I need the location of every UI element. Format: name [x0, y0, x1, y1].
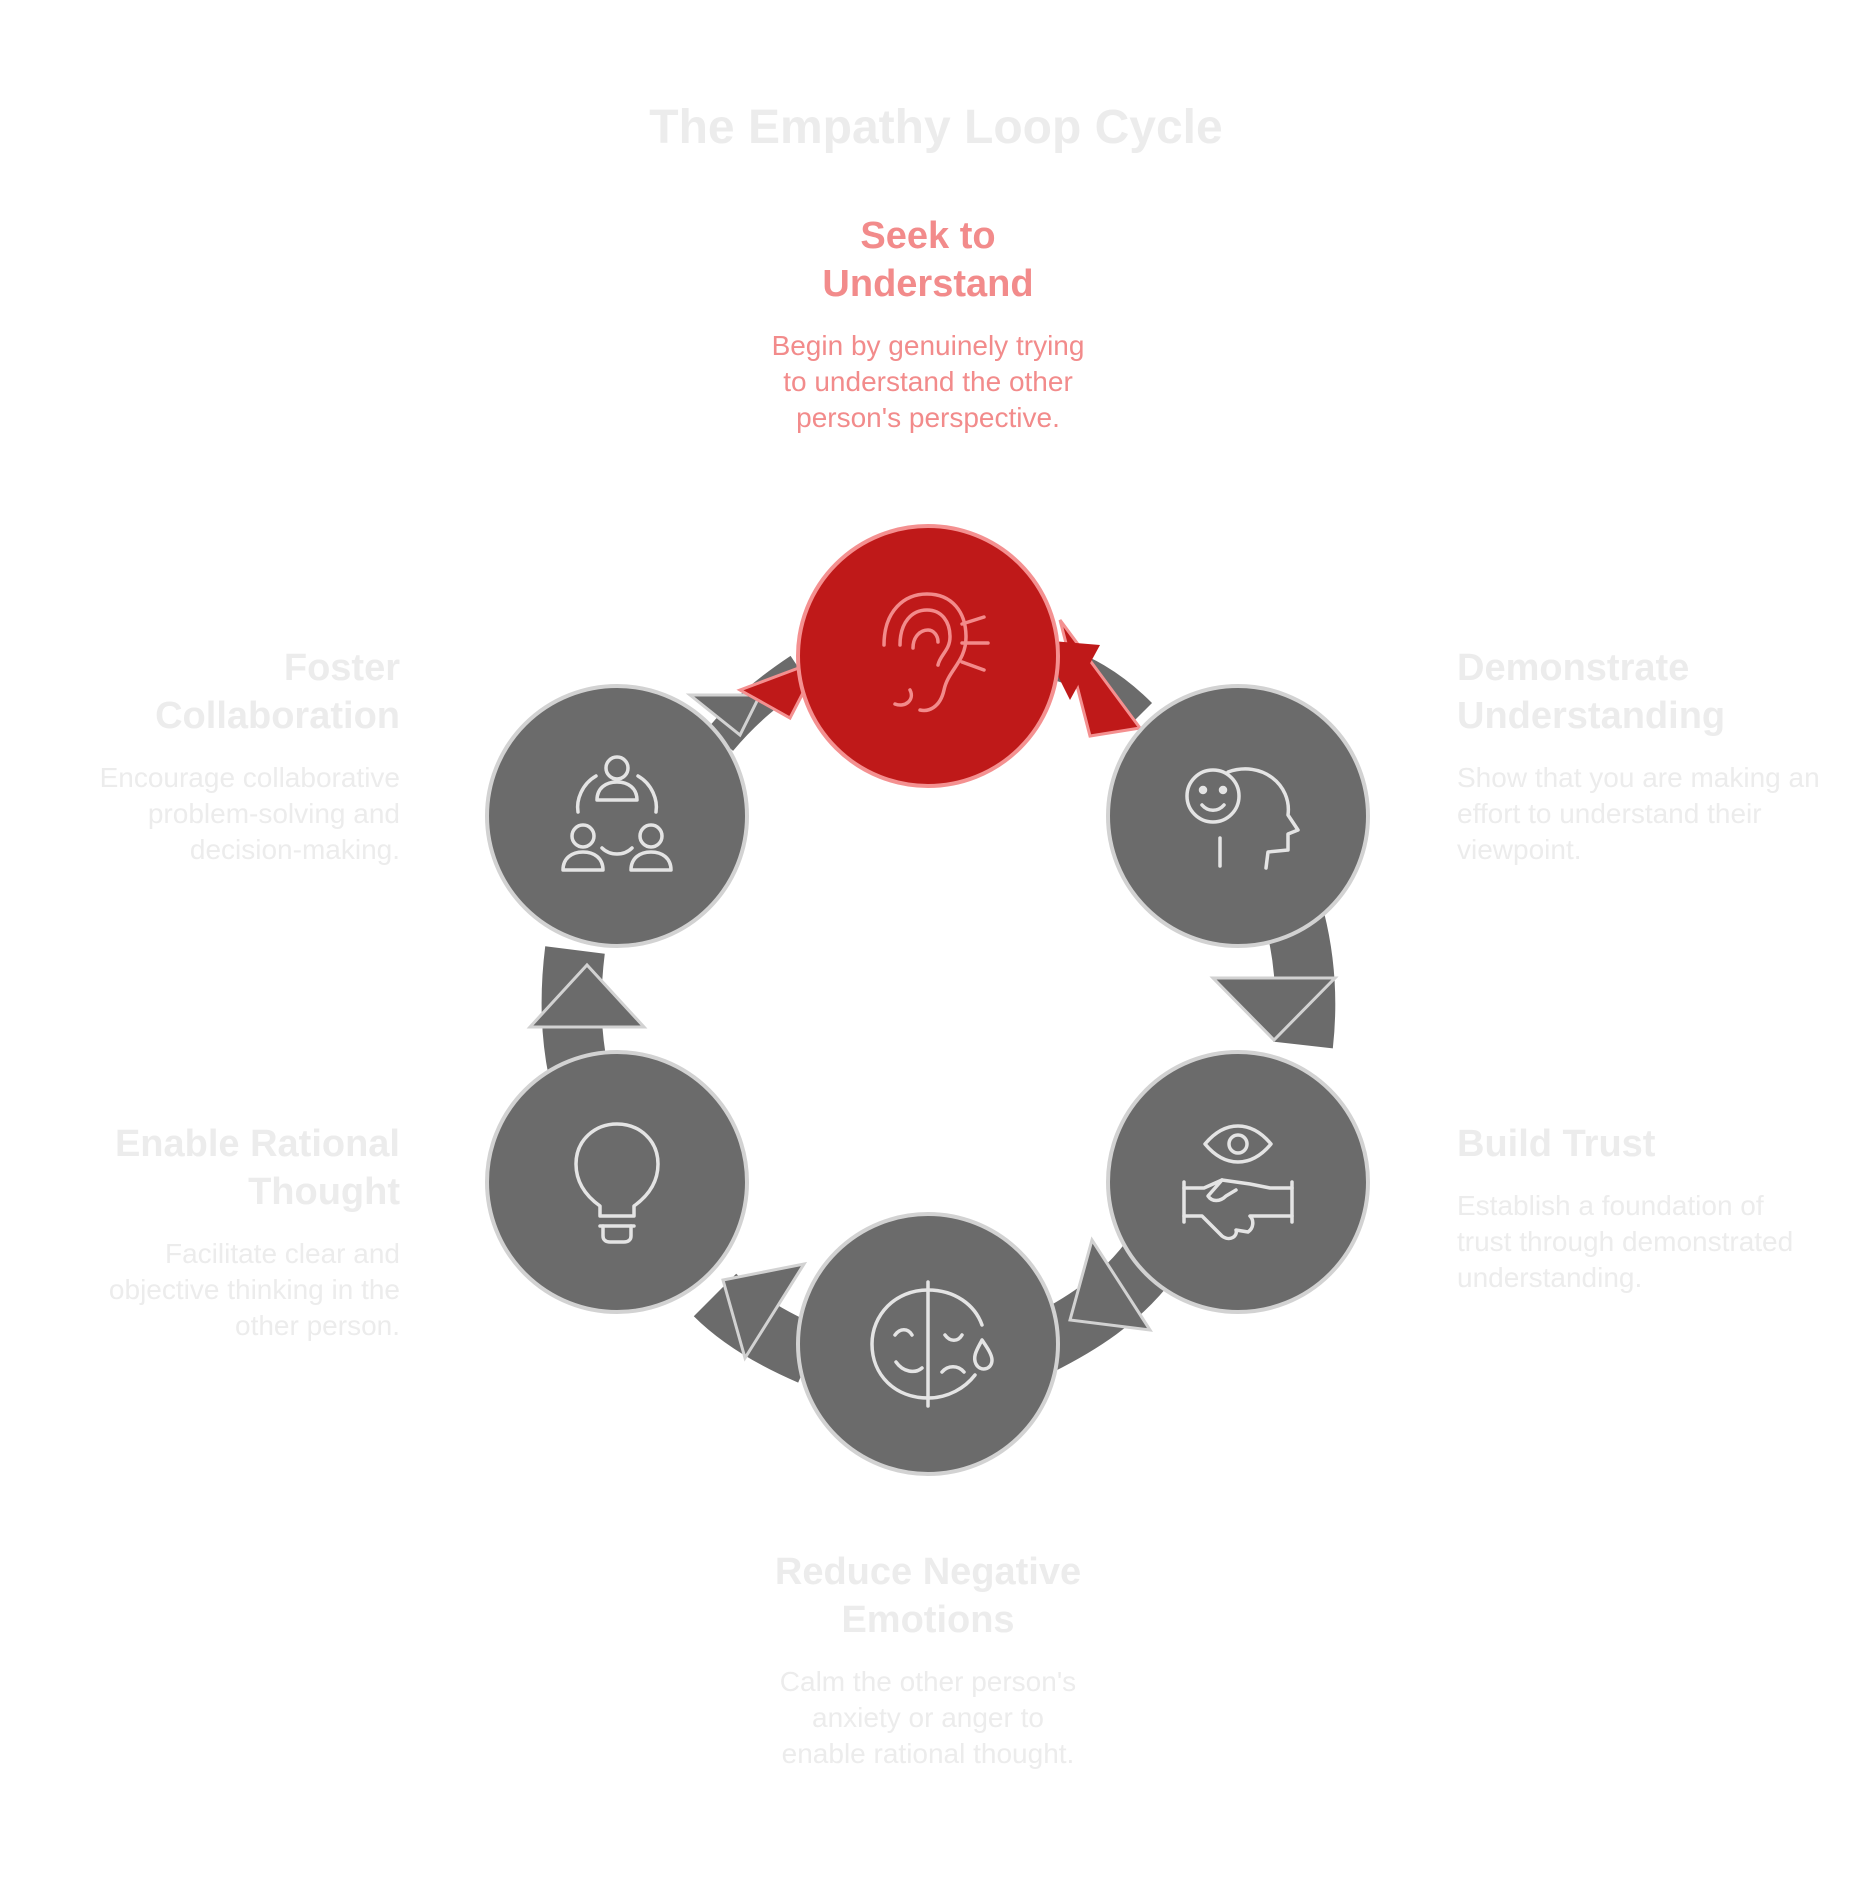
team-circle-icon	[561, 755, 673, 872]
step-title-line: Understand	[822, 263, 1034, 305]
label-demonstrate-understanding: Demonstrate Understanding Show that you …	[1457, 644, 1857, 868]
step-title-line: Emotions	[841, 1599, 1015, 1641]
step-title-line: Reduce Negative	[774, 1551, 1082, 1593]
step-title-line: Seek to	[860, 215, 996, 257]
label-reduce-negative-emotions: Reduce Negative Emotions Calm the other …	[728, 1548, 1128, 1772]
label-enable-rational-thought: Enable Rational Thought Facilitate clear…	[0, 1120, 400, 1344]
step-title-line: Thought	[248, 1171, 400, 1213]
half-happy-sad-face-icon	[870, 1280, 994, 1408]
step-title-line: Build Trust	[1457, 1123, 1656, 1165]
smiling-head-icon	[1185, 767, 1300, 870]
eye-handshake-icon	[1182, 1124, 1294, 1241]
label-build-trust: Build Trust Establish a foundation of tr…	[1457, 1120, 1857, 1296]
node-enable-rational-thought[interactable]	[485, 1050, 749, 1314]
step-title: Foster Collaboration	[0, 644, 400, 740]
step-description: Facilitate clear and objective thinking …	[108, 1238, 400, 1341]
step-description: Encourage collaborative problem-solving …	[99, 762, 400, 865]
node-demonstrate-understanding[interactable]	[1106, 684, 1370, 948]
step-title: Seek to Understand	[728, 212, 1128, 308]
step-title: Reduce Negative Emotions	[728, 1548, 1128, 1644]
lightbulb-icon	[574, 1122, 660, 1244]
label-seek-to-understand: Seek to Understand Begin by genuinely tr…	[728, 212, 1128, 436]
step-title-line: Foster	[283, 647, 400, 689]
step-title-line: Enable Rational	[114, 1123, 400, 1165]
step-title-line: Collaboration	[155, 695, 400, 737]
step-description: Establish a foundation of trust through …	[1457, 1190, 1794, 1293]
ear-icon	[882, 592, 990, 713]
step-title: Demonstrate Understanding	[1457, 644, 1857, 740]
step-title-line: Demonstrate	[1457, 647, 1690, 689]
step-title: Enable Rational Thought	[0, 1120, 400, 1216]
node-foster-collaboration[interactable]	[485, 684, 749, 948]
node-build-trust[interactable]	[1106, 1050, 1370, 1314]
step-description: Show that you are making an effort to un…	[1457, 762, 1820, 865]
step-title: Build Trust	[1457, 1120, 1857, 1168]
step-description: Calm the other person's anxiety or anger…	[779, 1666, 1077, 1769]
step-title-line: Understanding	[1457, 695, 1726, 737]
node-reduce-negative-emotions[interactable]	[796, 1212, 1060, 1476]
arrow-reduce-to-rational	[693, 1261, 823, 1383]
node-seek-to-understand[interactable]	[796, 524, 1060, 788]
diagram-title: The Empathy Loop Cycle	[649, 101, 1223, 154]
step-description: Begin by genuinely trying to understand …	[771, 330, 1085, 433]
label-foster-collaboration: Foster Collaboration Encourage collabora…	[0, 644, 400, 868]
